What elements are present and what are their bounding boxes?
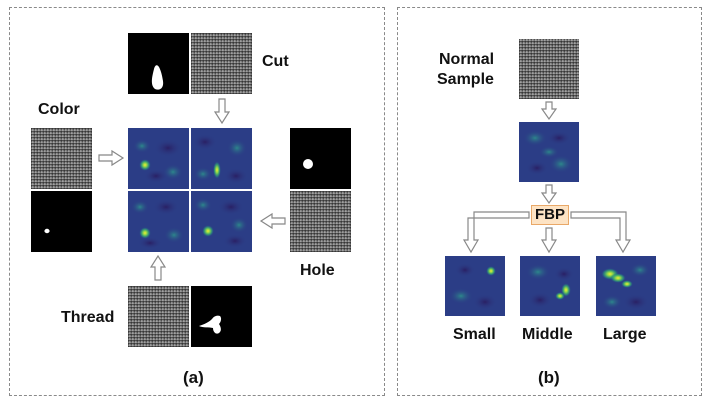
heatmap-middle xyxy=(520,256,580,316)
fbp-box: FBP xyxy=(531,205,569,225)
hollow-arrow-icon xyxy=(540,227,558,254)
heatmap-small xyxy=(445,256,505,316)
heatmap-cut xyxy=(191,128,252,189)
label-large: Large xyxy=(603,326,647,343)
label-thread: Thread xyxy=(61,309,115,326)
label-small: Small xyxy=(453,326,496,343)
color-fabric-image xyxy=(31,128,92,189)
caption-a: (a) xyxy=(183,368,204,387)
label-middle: Middle xyxy=(522,326,573,343)
heatmap-color xyxy=(128,128,189,189)
thread-mask-image xyxy=(191,286,252,347)
cut-mask-image xyxy=(128,33,189,94)
thread-fabric-image xyxy=(128,286,189,347)
heatmap-thread xyxy=(128,191,189,252)
label-hole: Hole xyxy=(300,262,335,279)
panel-b-frame xyxy=(397,7,702,396)
hollow-arrow-icon xyxy=(570,211,632,254)
heatmap-hole xyxy=(191,191,252,252)
hollow-arrow-icon xyxy=(213,98,231,125)
heatmap-large xyxy=(596,256,656,316)
normal-sample-image xyxy=(519,39,579,99)
cut-fabric-image xyxy=(191,33,252,94)
hole-fabric-image xyxy=(290,191,351,252)
label-color: Color xyxy=(38,101,80,118)
label-sample: Sample xyxy=(437,71,494,88)
hole-mask-image xyxy=(290,128,351,189)
caption-b: (b) xyxy=(538,368,560,387)
heatmap-normal xyxy=(519,122,579,182)
hollow-arrow-icon xyxy=(149,254,167,281)
hollow-arrow-icon xyxy=(259,212,286,230)
hollow-arrow-icon xyxy=(98,149,125,167)
panel-a-frame xyxy=(9,7,385,396)
hollow-arrow-icon xyxy=(540,184,558,205)
label-cut: Cut xyxy=(262,53,289,70)
label-normal: Normal xyxy=(439,51,495,68)
hollow-arrow-icon xyxy=(540,101,558,121)
color-mask-image xyxy=(31,191,92,252)
hollow-arrow-icon xyxy=(462,211,530,254)
